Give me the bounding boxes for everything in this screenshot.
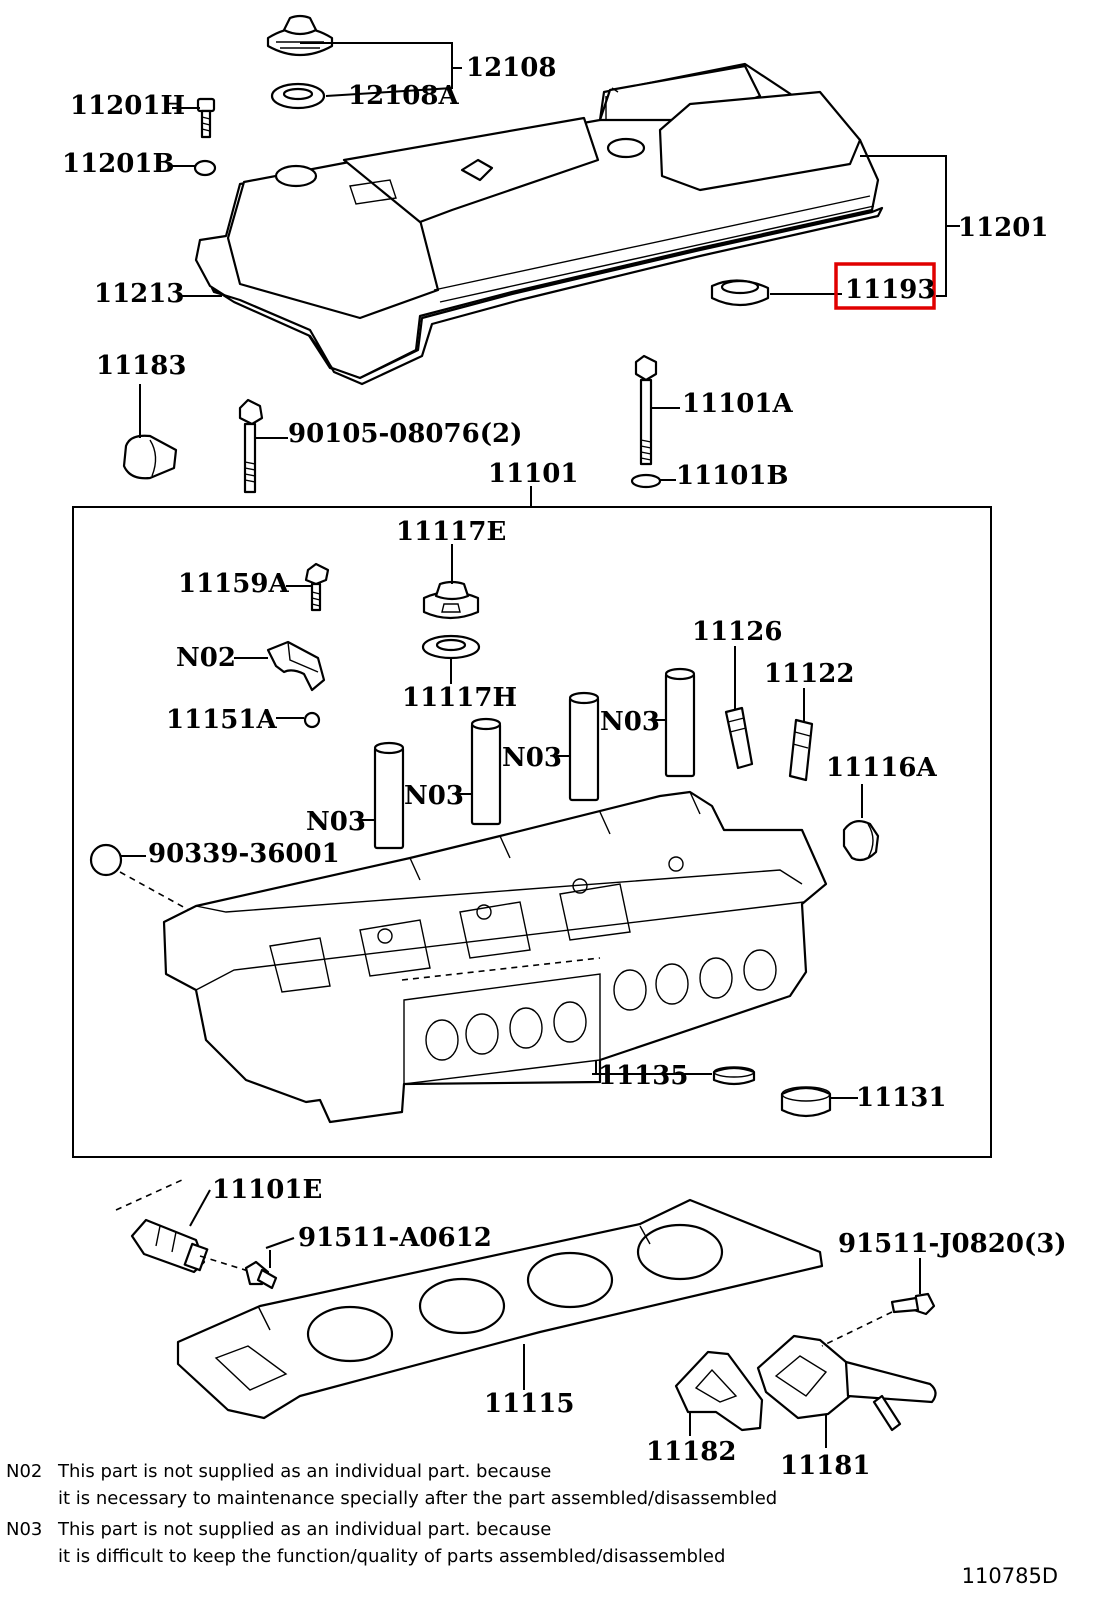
label-n03: N03 xyxy=(600,707,660,737)
highlight-box-11193 xyxy=(834,262,936,310)
label-11117e: 11117E xyxy=(396,517,506,547)
cover-bolt-seal-icon xyxy=(193,159,217,177)
valve-guide-bushing-icon xyxy=(373,667,696,850)
camshaft-plug-icon xyxy=(122,434,178,480)
label-90105-08076: 90105-08076(2) xyxy=(288,419,522,449)
water-outlet-bolt-icon xyxy=(890,1292,936,1316)
label-11115: 11115 xyxy=(484,1389,574,1419)
water-outlet-housing-icon xyxy=(756,1334,937,1432)
label-11181: 11181 xyxy=(780,1451,870,1481)
label-n02: N02 xyxy=(176,643,236,673)
cylinder-head-gasket-icon xyxy=(176,1198,824,1420)
footnote-text: This part is not supplied as an individu… xyxy=(58,1461,552,1482)
label-11126: 11126 xyxy=(692,617,782,647)
label-12108: 12108 xyxy=(466,53,556,83)
oil-filler-cap-icon xyxy=(266,14,334,56)
cylinder-head-icon xyxy=(162,790,828,1124)
label-11201: 11201 xyxy=(958,213,1048,243)
temperature-sensor-icon xyxy=(130,1218,209,1274)
sensor-bracket-bolt-icon xyxy=(244,1260,278,1290)
head-sealing-plug-icon xyxy=(89,843,123,877)
expansion-plug-icon xyxy=(842,819,880,862)
cover-bolt-icon xyxy=(196,97,216,139)
head-plug-gasket-icon xyxy=(421,634,481,660)
label-11183: 11183 xyxy=(96,351,186,381)
bearing-cap-bolt-icon xyxy=(304,562,330,612)
valve-seat-ring-icon xyxy=(712,1066,756,1086)
label-11101e: 11101E xyxy=(212,1175,322,1205)
filler-cap-gasket-icon xyxy=(270,82,326,110)
head-bolt-washer-icon xyxy=(630,473,662,489)
label-n03: N03 xyxy=(502,743,562,773)
label-11201h: 11201H xyxy=(70,91,185,121)
head-bolt-long-icon xyxy=(634,354,658,466)
label-11117h: 11117H xyxy=(402,683,517,713)
label-11122: 11122 xyxy=(764,659,854,689)
footnote-code: N02 xyxy=(6,1461,43,1482)
footnote-code: N03 xyxy=(6,1519,43,1540)
cover-gasket-icon xyxy=(210,206,884,386)
label-11101b: 11101B xyxy=(676,461,788,491)
label-11182: 11182 xyxy=(646,1437,736,1467)
camshaft-bearing-cap-icon xyxy=(266,640,326,692)
diagram-reference-number: 110785D xyxy=(961,1564,1058,1588)
label-n03: N03 xyxy=(404,781,464,811)
label-n03: N03 xyxy=(306,807,366,837)
footnote-text: it is necessary to maintenance specially… xyxy=(58,1488,778,1509)
label-11193[interactable]: 11193 xyxy=(845,275,935,305)
spark-plug-tube-seal-icon xyxy=(710,279,770,307)
label-11159a: 11159A xyxy=(178,569,289,599)
cylinder-head-cover-icon xyxy=(194,62,880,380)
label-12108a: 12108A xyxy=(348,81,459,111)
straight-pin-icon xyxy=(303,711,321,729)
label-11201b: 11201B xyxy=(62,149,174,179)
label-11131: 11131 xyxy=(856,1083,946,1113)
valve-guide-icon xyxy=(724,706,814,782)
footnote-text: it is difficult to keep the function/qua… xyxy=(58,1546,726,1567)
valve-seat-insert-icon xyxy=(780,1086,832,1118)
label-11101: 11101 xyxy=(488,459,578,489)
water-outlet-gasket-icon xyxy=(674,1350,764,1432)
head-plug-icon xyxy=(422,580,480,620)
footnote-text: This part is not supplied as an individu… xyxy=(58,1519,552,1540)
label-91511-a0612: 91511-A0612 xyxy=(298,1223,492,1253)
label-91511-j0820: 91511-J0820(3) xyxy=(838,1229,1067,1259)
label-11135: 11135 xyxy=(598,1061,688,1091)
label-11213: 11213 xyxy=(94,279,184,309)
label-11151a: 11151A xyxy=(166,705,277,735)
label-11101a: 11101A xyxy=(682,389,793,419)
head-bolt-short-icon xyxy=(238,398,264,494)
label-90339-36001: 90339-36001 xyxy=(148,839,340,869)
label-11116a: 11116A xyxy=(826,753,937,783)
